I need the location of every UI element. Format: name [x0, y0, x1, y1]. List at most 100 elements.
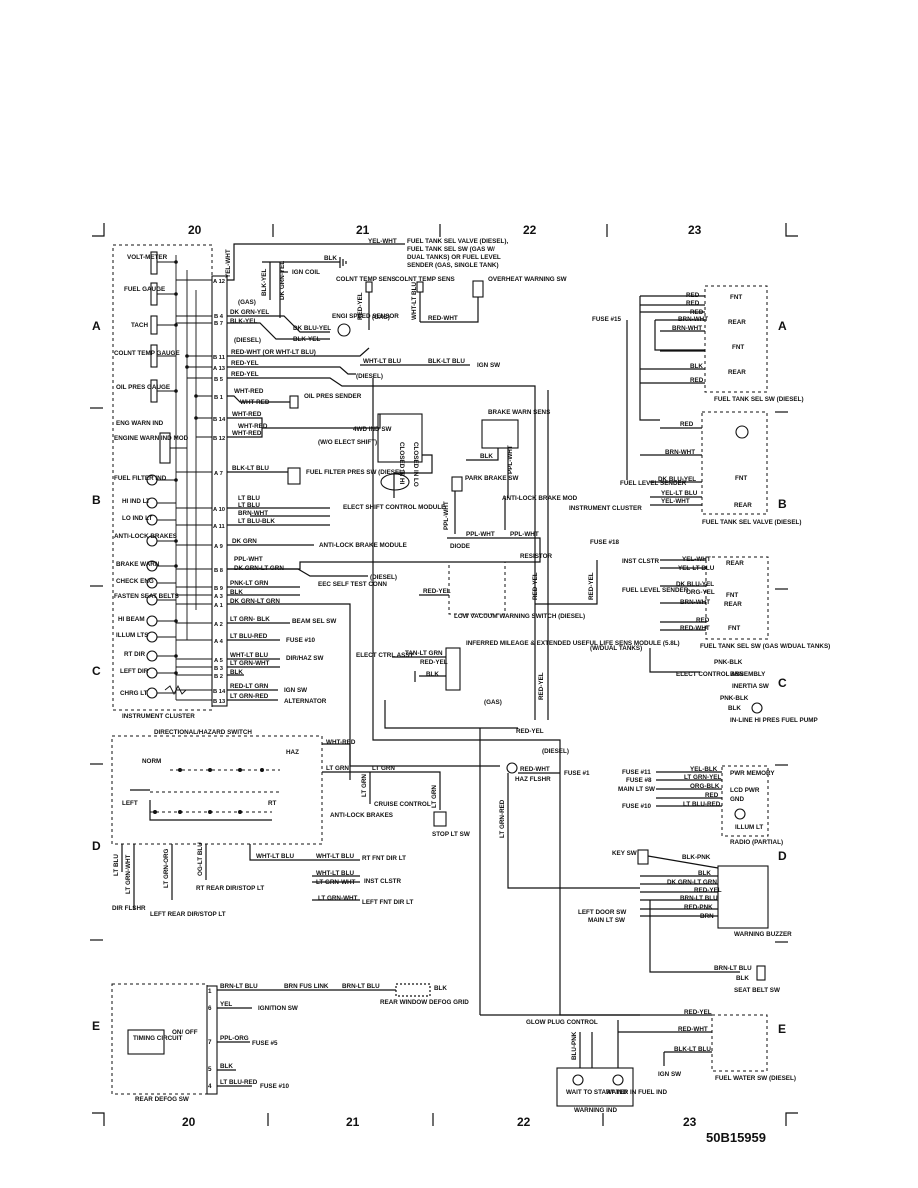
svg-text:PWR MEMORY: PWR MEMORY: [730, 770, 775, 777]
svg-text:RED: RED: [690, 309, 704, 316]
svg-text:FUEL FILTER IND: FUEL FILTER IND: [114, 475, 167, 482]
svg-text:GLOW PLUG CONTROL: GLOW PLUG CONTROL: [526, 1019, 598, 1026]
svg-text:FUEL TANK SEL VALVE (DIESEL): FUEL TANK SEL VALVE (DIESEL): [702, 519, 801, 526]
svg-text:PPL-WHT: PPL-WHT: [443, 501, 450, 530]
figure-id: 50B15959: [706, 1130, 766, 1145]
svg-text:BLK: BLK: [426, 671, 439, 678]
svg-text:BLK-YEL: BLK-YEL: [293, 336, 320, 343]
svg-text:FUEL TANK SEL SW (GAS W/DUAL T: FUEL TANK SEL SW (GAS W/DUAL TANKS): [700, 643, 830, 650]
svg-text:BRN FUS LINK: BRN FUS LINK: [284, 983, 329, 990]
svg-text:RED-YEL: RED-YEL: [231, 360, 259, 367]
svg-text:FUSE #11: FUSE #11: [622, 769, 651, 776]
svg-text:ENGINE WARN IND MOD: ENGINE WARN IND MOD: [114, 435, 189, 442]
grid-row-a-left: A: [92, 319, 101, 333]
grid-col-21: 21: [356, 223, 370, 237]
svg-text:DIRECTIONAL/HAZARD SWITCH: DIRECTIONAL/HAZARD SWITCH: [154, 729, 252, 736]
svg-text:LT GRN- BLK: LT GRN- BLK: [230, 616, 270, 623]
svg-text:DK GRN-LT GRN: DK GRN-LT GRN: [230, 598, 280, 605]
svg-text:YEL-WHT: YEL-WHT: [225, 249, 232, 278]
svg-text:RESISTOR: RESISTOR: [520, 553, 553, 560]
svg-text:LT GRN-WHT: LT GRN-WHT: [318, 895, 358, 902]
svg-text:BLK: BLK: [690, 363, 703, 370]
svg-text:BRN-LT BLU: BRN-LT BLU: [342, 983, 380, 990]
svg-text:NORM: NORM: [142, 758, 161, 765]
svg-text:WHT-RED: WHT-RED: [326, 739, 356, 746]
svg-text:YEL-WHT: YEL-WHT: [682, 556, 711, 563]
svg-text:PPL-WHT: PPL-WHT: [510, 531, 539, 538]
svg-text:B 14: B 14: [213, 689, 226, 695]
svg-text:LT GRN-YEL: LT GRN-YEL: [684, 774, 721, 781]
svg-text:DIR FLSHR: DIR FLSHR: [112, 905, 146, 912]
svg-text:DK GRN-YEL: DK GRN-YEL: [279, 261, 286, 300]
svg-text:OIL PRES SENDER: OIL PRES SENDER: [304, 393, 362, 400]
svg-text:B 5: B 5: [214, 377, 224, 383]
svg-text:BRN-LT BLU: BRN-LT BLU: [680, 895, 718, 902]
svg-text:B 13: B 13: [213, 699, 226, 705]
svg-text:IGN SW: IGN SW: [658, 1071, 681, 1078]
cluster-fuel-filter-ind: FUEL FILTER IND: [114, 475, 167, 482]
grid-col-21-bottom: 21: [346, 1115, 360, 1129]
svg-text:FUEL LEVEL SENDER: FUEL LEVEL SENDER: [622, 587, 689, 594]
svg-text:WHT-RED: WHT-RED: [232, 411, 262, 418]
svg-text:FUSE #8: FUSE #8: [626, 777, 652, 784]
svg-text:BRN-WHT: BRN-WHT: [680, 599, 710, 606]
svg-text:RED-YEL: RED-YEL: [532, 572, 539, 600]
svg-text:RED-YEL: RED-YEL: [423, 588, 451, 595]
svg-text:LT GRN: LT GRN: [361, 774, 368, 797]
svg-text:YEL-WHT: YEL-WHT: [661, 498, 690, 505]
svg-text:REAR WINDOW DEFOG GRID: REAR WINDOW DEFOG GRID: [380, 999, 469, 1006]
svg-text:IGN COIL: IGN COIL: [292, 269, 320, 276]
svg-text:5: 5: [208, 1066, 212, 1073]
svg-text:LT GRN-WHT: LT GRN-WHT: [230, 660, 270, 667]
grid-row-e-left: E: [92, 1019, 100, 1033]
svg-text:LT BLU: LT BLU: [113, 854, 120, 876]
svg-text:BLK: BLK: [220, 1063, 233, 1070]
svg-text:WHT-RED: WHT-RED: [234, 388, 264, 395]
svg-text:BLK-YEL: BLK-YEL: [261, 269, 268, 296]
svg-text:RED-YEL: RED-YEL: [357, 292, 364, 320]
cluster-left-dir: LEFT DIR: [120, 668, 149, 675]
svg-text:RT: RT: [268, 800, 277, 807]
svg-text:LEFT FNT DIR LT: LEFT FNT DIR LT: [362, 899, 413, 906]
cluster-lo-ind: LO IND LT: [122, 515, 152, 522]
svg-text:LEFT DOOR SW: LEFT DOOR SW: [578, 909, 626, 916]
svg-text:YEL-WHT: YEL-WHT: [368, 238, 397, 245]
cluster-lamps: [146, 474, 158, 699]
svg-text:FUSE #18: FUSE #18: [590, 539, 620, 546]
svg-text:VOLT-METER: VOLT-METER: [127, 254, 168, 261]
svg-text:YEL-BLK: YEL-BLK: [690, 766, 718, 773]
directional-hazard-switch: DIRECTIONAL/HAZARD SWITCH NORM HAZ LEFT …: [111, 729, 640, 918]
cluster-pin-labels: A 12 B 4 B 7 B 11 A 13 B 5 B 1 B 14 B 12…: [213, 279, 226, 705]
svg-text:BRN-WHT: BRN-WHT: [672, 325, 702, 332]
cluster-engine-warn-mod: ENGINE WARN IND MOD: [114, 435, 189, 442]
svg-text:FUEL TANK SEL VALVE (DIESEL),: FUEL TANK SEL VALVE (DIESEL),: [407, 238, 508, 245]
svg-text:(DIESEL): (DIESEL): [542, 748, 569, 755]
svg-text:B 12: B 12: [213, 436, 225, 442]
svg-text:FNT: FNT: [726, 592, 738, 599]
svg-text:ELECT SHIFT CONTROL MODULE: ELECT SHIFT CONTROL MODULE: [343, 504, 445, 511]
svg-text:BEAM SEL SW: BEAM SEL SW: [292, 618, 336, 625]
fuel-tank-circuits: FUEL TANK SEL SW (DIESEL) FUSE #15 RED R…: [569, 285, 830, 724]
svg-text:LOW VACUUM WARNING SWITCH (DIE: LOW VACUUM WARNING SWITCH (DIESEL): [454, 613, 585, 620]
svg-text:LT GRN-ORG: LT GRN-ORG: [163, 848, 170, 888]
svg-text:YEL-LT BLU: YEL-LT BLU: [661, 490, 698, 497]
svg-text:BLK-LT BLU: BLK-LT BLU: [428, 358, 465, 365]
svg-text:ENG WARN IND: ENG WARN IND: [116, 420, 164, 427]
svg-text:B 7: B 7: [214, 321, 223, 327]
svg-text:A 13: A 13: [213, 366, 226, 372]
svg-text:A 1: A 1: [214, 603, 224, 609]
cluster-fasten-seat-belts: FASTEN SEAT BELTS: [114, 593, 179, 600]
svg-text:A 12: A 12: [213, 279, 225, 285]
grid-col-20: 20: [188, 223, 202, 237]
svg-text:FUSE #5: FUSE #5: [252, 1040, 278, 1047]
svg-text:FUSE #1: FUSE #1: [564, 770, 590, 777]
svg-text:WHT-RED: WHT-RED: [240, 399, 270, 406]
svg-text:BLK-LT BLU: BLK-LT BLU: [232, 465, 269, 472]
svg-text:PNK-BLK: PNK-BLK: [714, 659, 743, 666]
svg-text:BRN-WHT: BRN-WHT: [665, 449, 695, 456]
cluster-check-eng: CHECK ENG: [116, 578, 154, 585]
svg-text:PPL-ORG: PPL-ORG: [220, 1035, 249, 1042]
svg-text:A 11: A 11: [213, 524, 225, 530]
svg-text:ELECT CONTROL ASSEMBLY: ELECT CONTROL ASSEMBLY: [676, 671, 766, 678]
svg-text:LT BLU: LT BLU: [238, 502, 260, 509]
